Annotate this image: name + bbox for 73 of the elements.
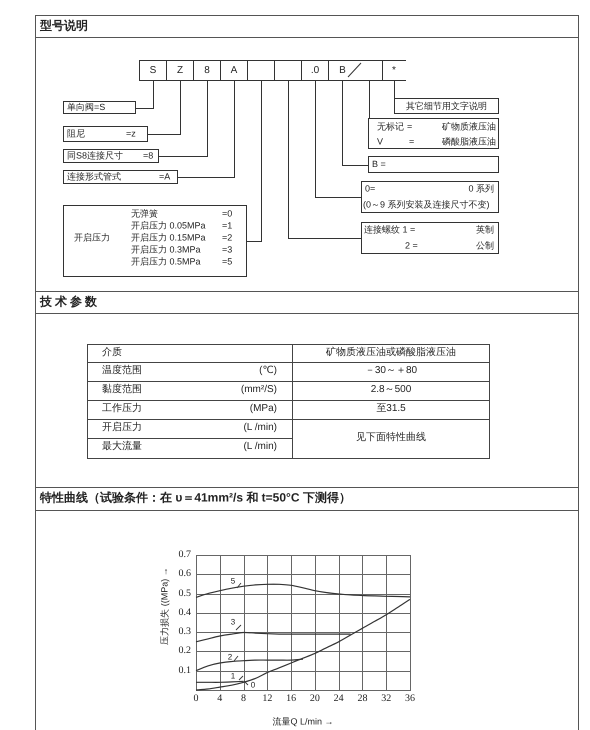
description-text: =2 — [222, 233, 232, 243]
parameter-value: 至31.5 — [376, 404, 406, 414]
curve-label: 3 — [230, 618, 236, 626]
tick-label: 36 — [405, 694, 415, 704]
tick-label: 0 — [194, 694, 198, 704]
description-text: 英制 — [476, 225, 494, 235]
description-text: 0 系列 — [468, 184, 494, 194]
parameter-name: 工作压力 — [102, 404, 142, 414]
section-heading: 型号说明 — [40, 20, 88, 32]
description-text: 阻尼 — [67, 129, 85, 139]
parameter-name: 开启压力 — [102, 422, 142, 434]
unit-text: (mm²/S) — [240, 384, 277, 396]
description-text: =3 — [222, 245, 232, 255]
description-text: (0～9 系列安装及连接尺寸不变) — [363, 200, 490, 210]
description-text: 开启压力 0.3MPa — [131, 245, 201, 255]
unit-text: (L /min) — [243, 442, 277, 452]
description-text: 开启压力 — [74, 233, 110, 243]
tick-label: 12 — [262, 694, 272, 704]
tick-label: 0.6 — [178, 569, 191, 580]
description-text: = — [409, 137, 414, 147]
description-text: V — [377, 137, 384, 147]
tick-label: 0.3 — [178, 626, 191, 638]
tick-label: 24 — [334, 694, 344, 704]
section-heading: 技术参数 — [40, 296, 100, 308]
description-text: 2 = — [405, 241, 418, 251]
parameter-value: －30～＋80 — [364, 366, 418, 376]
parameter-name: 温度范围 — [102, 366, 142, 376]
parameter-value: 矿物质液压油或磷酸脂液压油 — [326, 348, 456, 358]
description-text: =1 — [222, 221, 232, 231]
unit-text: (MPa) — [250, 404, 277, 414]
tick-label: 32 — [381, 694, 392, 704]
description-text: = — [407, 122, 412, 132]
unit-text: (L /min) — [243, 422, 277, 434]
curve-label: 2 — [228, 652, 232, 662]
tick-label: 8 — [241, 694, 246, 704]
description-text: =0 — [222, 209, 232, 219]
tick-label: 0.2 — [178, 646, 191, 657]
tick-label: 0.4 — [178, 608, 191, 618]
axis-title: 压力损失 ((MPa) → — [160, 567, 170, 645]
description-text: 无弹簧 — [131, 209, 158, 219]
description-text: =z — [126, 129, 136, 139]
description-text: =5 — [222, 257, 232, 267]
description-text: 开启压力 0.15MPa — [131, 233, 206, 243]
tick-label: 0.5 — [178, 588, 191, 599]
description-text: 0= — [365, 184, 376, 194]
tick-label: 28 — [357, 694, 368, 704]
description-text: 无标记 — [377, 122, 404, 132]
parameter-name: 最大流量 — [102, 442, 142, 452]
parameter-name: 黏度范围 — [102, 384, 142, 396]
tick-label: 0.7 — [178, 550, 191, 560]
description-text: 开启压力 0.05MPa — [131, 221, 206, 231]
tick-label: 0.1 — [178, 665, 191, 676]
description-text: 磷酸脂液压油 — [442, 137, 496, 147]
parameter-name: 介质 — [102, 348, 122, 358]
description-text: 同S8连接尺寸 — [67, 151, 124, 161]
unit-text: (℃) — [259, 366, 277, 376]
tick-label: 16 — [286, 694, 296, 704]
description-text: =8 — [143, 151, 154, 161]
curve-label: 1 — [230, 672, 236, 680]
axis-title: 流量Q L/min → — [272, 717, 334, 727]
curve-label: 5 — [230, 576, 236, 586]
description-text: 开启压力 0.5MPa — [131, 257, 201, 267]
tick-label: 4 — [217, 694, 222, 704]
description-text: =A — [159, 172, 170, 182]
description-text: 连接螺纹 1 = — [364, 225, 416, 235]
parameter-value: 见下面特性曲线 — [356, 432, 426, 444]
section-heading: 特性曲线（试验条件：在 υ＝41mm²/s 和 t=50°C 下测得） — [40, 492, 351, 504]
tick-label: 20 — [310, 694, 320, 704]
parameter-value: 2.8～500 — [370, 384, 412, 396]
description-text: 矿物质液压油 — [442, 122, 496, 132]
description-text: 连接形式管式 — [67, 172, 121, 182]
description-text: 公制 — [476, 241, 494, 251]
curve-label: 0 — [250, 680, 256, 690]
